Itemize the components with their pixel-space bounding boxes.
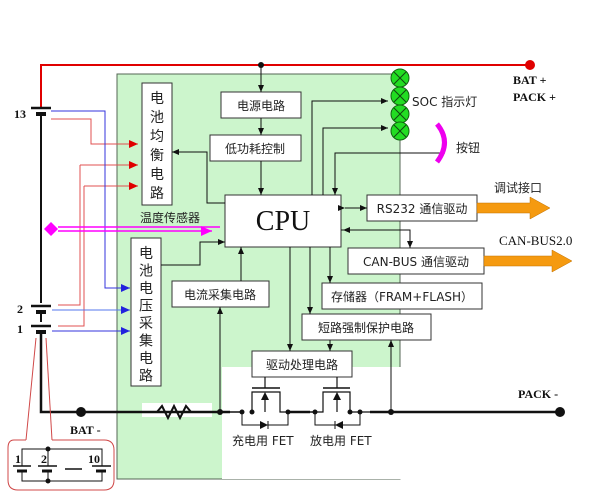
temp-sensor-icon xyxy=(44,222,58,236)
rs232-label: RS232 通信驱动 xyxy=(377,202,468,216)
vertical-char: 路 xyxy=(139,369,153,385)
vertical-char: 电 xyxy=(139,281,153,297)
soc-leds xyxy=(390,68,410,141)
voltage-wires xyxy=(51,110,130,335)
fet-area xyxy=(222,367,402,479)
cell-label-2: 2 xyxy=(17,302,23,316)
discharge-fet-icon xyxy=(300,377,391,429)
soc-led-icon xyxy=(390,121,410,141)
inset-cells-icon xyxy=(13,446,111,484)
vertical-char: 电 xyxy=(139,351,153,367)
debug-port-arrow[interactable] xyxy=(476,196,551,220)
vertical-char: 压 xyxy=(139,299,153,315)
soc-label: SOC 指示灯 xyxy=(412,94,477,109)
cell-label-13: 13 xyxy=(14,107,26,121)
driver-label: 驱动处理电路 xyxy=(266,357,338,372)
cpu-block xyxy=(224,194,342,248)
balance-wires xyxy=(51,118,138,327)
vertical-char: 均 xyxy=(150,129,164,145)
junction-dot xyxy=(217,409,223,415)
vertical-char: 集 xyxy=(139,333,153,350)
canbus-block xyxy=(347,247,485,275)
cell-1 xyxy=(31,324,51,334)
driver-block xyxy=(251,350,353,378)
inset-callout xyxy=(7,439,115,491)
low-power-label: 低功耗控制 xyxy=(225,142,285,156)
charge-fet-icon xyxy=(222,377,300,429)
inset-cell-2: 2 xyxy=(41,452,47,466)
vertical-char: 路 xyxy=(150,186,164,202)
vertical-char: 衡 xyxy=(150,148,164,164)
soc-led-icon xyxy=(390,68,410,88)
storage-block xyxy=(321,282,483,310)
short-protect-label: 短路强制保护电路 xyxy=(318,320,414,335)
canbus-arrow[interactable] xyxy=(483,249,573,273)
pack-plus-label: PACK + xyxy=(513,90,556,104)
internal-wires xyxy=(161,65,445,412)
bat-plus-wire xyxy=(40,64,530,107)
discharge-fet-label: 放电用 FET xyxy=(310,433,372,448)
pack-minus-label: PACK - xyxy=(518,387,558,401)
cpu-label: CPU xyxy=(256,206,310,237)
inset-cell-1: 1 xyxy=(15,452,21,466)
debug-port-label: 调试接口 xyxy=(494,180,542,195)
low-power-block xyxy=(209,134,302,162)
vertical-char: 池 xyxy=(139,264,153,280)
bat-minus-terminal[interactable] xyxy=(76,407,86,417)
button-icon[interactable] xyxy=(434,122,447,164)
soc-led-icon xyxy=(390,86,410,106)
charge-fet-label: 充电用 FET xyxy=(232,433,294,448)
storage-label: 存储器（FRAM+FLASH） xyxy=(331,289,473,304)
vertical-char: 电 xyxy=(139,246,153,262)
callout-line xyxy=(25,337,37,441)
short-protect-block xyxy=(301,313,432,341)
button-label: 按钮 xyxy=(456,140,480,155)
temp-label: 温度传感器 xyxy=(140,210,200,225)
soc-led-icon xyxy=(390,104,410,124)
cell-label-1: 1 xyxy=(17,322,23,336)
pack-minus-terminal[interactable] xyxy=(555,407,565,417)
vertical-char: 电 xyxy=(150,167,164,183)
current-sampling-block xyxy=(171,280,270,308)
current-sampling-label: 电流采集电路 xyxy=(184,287,256,302)
canbus-label-ext: CAN-BUS2.0 xyxy=(499,233,572,248)
bat-minus-label: BAT - xyxy=(70,423,101,437)
vertical-char: 采 xyxy=(139,316,153,332)
power-circuit-label: 电源电路 xyxy=(237,98,285,113)
cell-13 xyxy=(31,106,51,116)
shunt-resistor-icon xyxy=(142,403,212,421)
vertical-char: 电 xyxy=(150,91,164,107)
bat-plus-terminal[interactable] xyxy=(525,60,535,70)
balance-circuit-block xyxy=(141,82,173,206)
vertical-char: 池 xyxy=(150,110,164,126)
bat-plus-label: BAT + xyxy=(513,73,547,87)
callout-line xyxy=(45,337,53,441)
canbus-label: CAN-BUS 通信驱动 xyxy=(363,255,469,269)
cell-2 xyxy=(31,304,51,314)
voltage-sampling-block xyxy=(130,237,162,387)
inset-cell-10: 10 xyxy=(88,452,100,466)
